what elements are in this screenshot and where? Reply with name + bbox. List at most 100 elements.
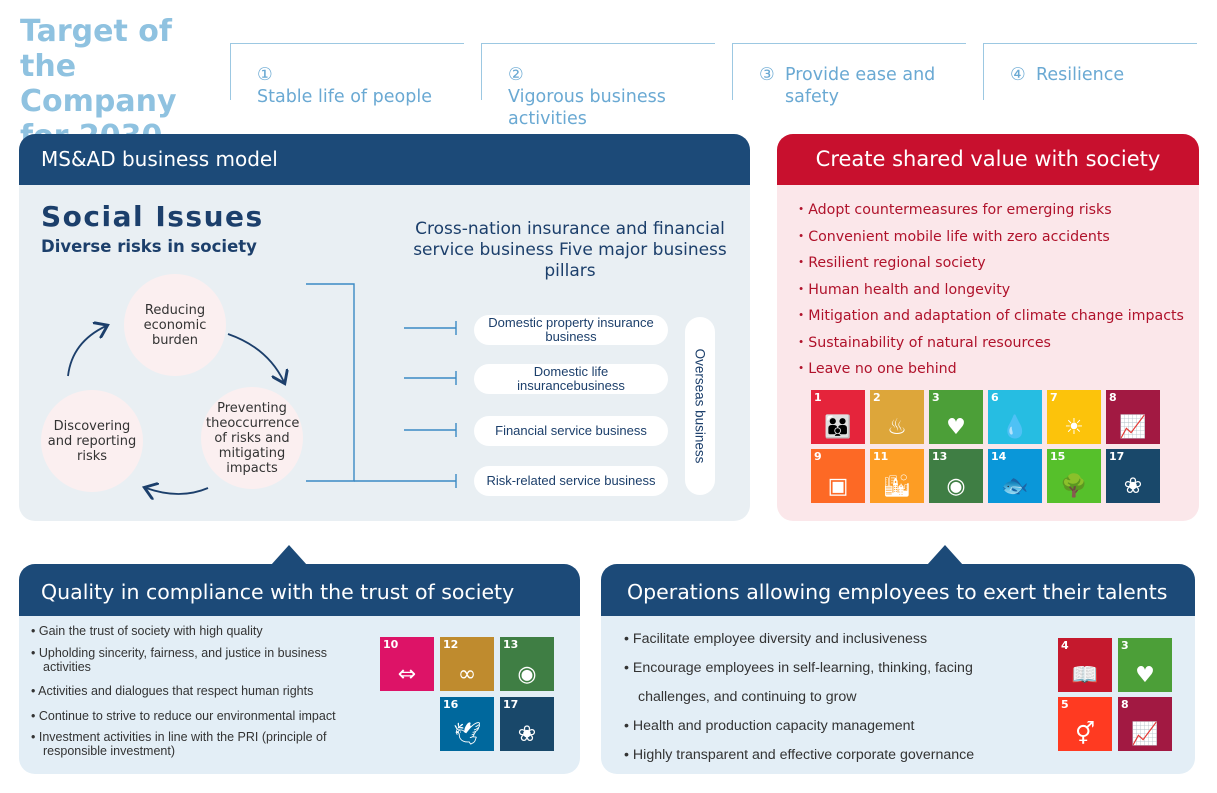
business-model-header: MS&AD business model <box>19 134 750 185</box>
growth-chart-icon: 📈 <box>1119 415 1147 440</box>
pillar-risk-related: Risk-related service business <box>474 466 668 496</box>
sdg-tile-13: 13◉ <box>500 637 554 691</box>
sdg-tile-13: 13◉ <box>929 449 983 503</box>
sdg-tile-3: 3♥ <box>1118 638 1172 692</box>
sdg-number: 6 <box>991 391 999 404</box>
sdg-number: 14 <box>991 450 1007 463</box>
city-icon: 🏙 <box>883 474 911 499</box>
target-label: Stable life of people <box>257 87 432 107</box>
list-item: Convenient mobile life with zero acciden… <box>794 224 1194 251</box>
sdg-number: 13 <box>503 638 519 651</box>
sdg-tile-4: 4📖 <box>1058 638 1112 692</box>
sdg-tile-16: 16🕊 <box>440 697 494 751</box>
operations-sdg-grid: 4📖3♥5⚥8📈 <box>1058 638 1172 751</box>
sdg-tile-8: 8📈 <box>1106 390 1160 444</box>
pillar-domestic-life: Domestic life insurancebusiness <box>474 364 668 394</box>
infinity-icon: ∞ <box>457 662 477 687</box>
pillar-domestic-property: Domestic property insurance business <box>474 315 668 345</box>
sdg-tile-7: 7☀ <box>1047 390 1101 444</box>
cycle-reducing-burden: Reducing economic burden <box>124 274 226 376</box>
sdg-number: 15 <box>1050 450 1066 463</box>
fish-icon: 🐟 <box>1001 474 1029 499</box>
cycle-label: Discovering and reporting risks <box>47 418 137 464</box>
sdg-tile-3: 3♥ <box>929 390 983 444</box>
sdg-number: 4 <box>1061 639 1069 652</box>
people-icon: 👪 <box>824 415 852 440</box>
target-number: ② <box>508 65 524 85</box>
list-item: Activities and dialogues that respect hu… <box>31 684 371 698</box>
bowl-icon: ♨ <box>887 415 907 440</box>
sdg-tile-8: 8📈 <box>1118 697 1172 751</box>
sdg-tile-5: 5⚥ <box>1058 697 1112 751</box>
pillar-label: Domestic property insurance business <box>488 315 654 344</box>
list-item: Gain the trust of society with high qual… <box>31 624 371 638</box>
pillar-line-3 <box>404 423 457 437</box>
target-number: ④ <box>1010 65 1026 85</box>
list-item: Mitigation and adaptation of climate cha… <box>794 303 1194 330</box>
list-item: Resilient regional society <box>794 250 1194 277</box>
quality-list: Gain the trust of society with high qual… <box>31 624 371 758</box>
list-item: Encourage employees in self-learning, th… <box>624 654 1044 683</box>
sdg-number: 9 <box>814 450 822 463</box>
sdg-number: 17 <box>1109 450 1125 463</box>
sdg-tile-9: 9▣ <box>811 449 865 503</box>
sdg-tile-6: 6💧 <box>988 390 1042 444</box>
pointer-triangle <box>927 545 963 565</box>
heartbeat-icon: ♥ <box>1135 663 1155 688</box>
target-label: Vigorous business activities <box>508 87 666 129</box>
sdg-tile-1: 1👪 <box>811 390 865 444</box>
tree-icon: 🌳 <box>1060 474 1088 499</box>
shared-value-list: Adopt countermeasures for emerging risks… <box>794 197 1194 383</box>
sdg-number: 7 <box>1050 391 1058 404</box>
shared-value-header: Create shared value with society <box>777 134 1199 185</box>
sdg-number: 11 <box>873 450 889 463</box>
target-item-vigorous-business: ②Vigorous business activities <box>481 43 715 129</box>
list-item: Leave no one behind <box>794 356 1194 383</box>
list-item: Investment activities in line with the P… <box>31 730 331 758</box>
bracket-line <box>306 283 355 482</box>
pointer-triangle <box>271 545 307 565</box>
operations-list: Facilitate employee diversity and inclus… <box>624 625 1044 770</box>
target-number: ③ <box>759 65 775 85</box>
sdg-number: 2 <box>873 391 881 404</box>
pillar-financial-service: Financial service business <box>474 416 668 446</box>
sdg-tile-15: 15 🌳 <box>1047 449 1101 503</box>
list-item: Continue to strive to reduce our environ… <box>31 709 371 723</box>
sdg-number: 3 <box>932 391 940 404</box>
sdg-tile-17: 17❀ <box>500 697 554 751</box>
pillar-label: Financial service business <box>495 423 647 438</box>
target-number: ① <box>257 65 273 85</box>
cubes-icon: ▣ <box>827 474 849 499</box>
cycle-label: Preventing theoccurrence of risks and mi… <box>206 400 300 476</box>
target-label: Provide ease and safety <box>785 65 936 107</box>
social-issues-title: Social Issues <box>41 200 264 233</box>
social-issues-subtitle: Diverse risks in society <box>41 237 257 256</box>
overseas-business-pill: Overseas business <box>685 317 715 495</box>
equality-arrows-icon: ⇔ <box>397 662 417 687</box>
gender-icon: ⚥ <box>1075 722 1095 747</box>
book-icon: 📖 <box>1071 663 1099 688</box>
target-label: Resilience <box>1036 65 1125 85</box>
list-item: Highly transparent and effective corpora… <box>624 741 1044 770</box>
cycle-discovering-risks: Discovering and reporting risks <box>41 390 143 492</box>
cycle-preventing-risks: Preventing theoccurrence of risks and mi… <box>201 387 303 489</box>
sdg-tile-17: 17❀ <box>1106 449 1160 503</box>
quality-header: Quality in compliance with the trust of … <box>19 564 580 616</box>
overseas-label: Overseas business <box>692 348 708 464</box>
sdg-number: 10 <box>383 638 399 651</box>
operations-header: Operations allowing employees to exert t… <box>601 564 1195 616</box>
sdg-tile-12: 12∞ <box>440 637 494 691</box>
sdg-number: 1 <box>814 391 822 404</box>
cycle-label: Reducing economic burden <box>143 302 207 348</box>
growth-chart-icon: 📈 <box>1131 722 1159 747</box>
pillar-label: Domestic life insurancebusiness <box>517 364 625 393</box>
target-item-resilience: ④ Resilience <box>983 43 1197 100</box>
dove-icon: 🕊 <box>453 722 481 747</box>
pillar-label: Risk-related service business <box>486 473 656 488</box>
list-item: Upholding sincerity, fairness, and justi… <box>31 646 371 674</box>
sdg-number: 5 <box>1061 698 1069 711</box>
sdg-number: 13 <box>932 450 948 463</box>
partnership-ring-icon: ❀ <box>517 722 537 747</box>
water-drop-icon: 💧 <box>1001 415 1029 440</box>
pillar-line-4 <box>354 474 457 488</box>
